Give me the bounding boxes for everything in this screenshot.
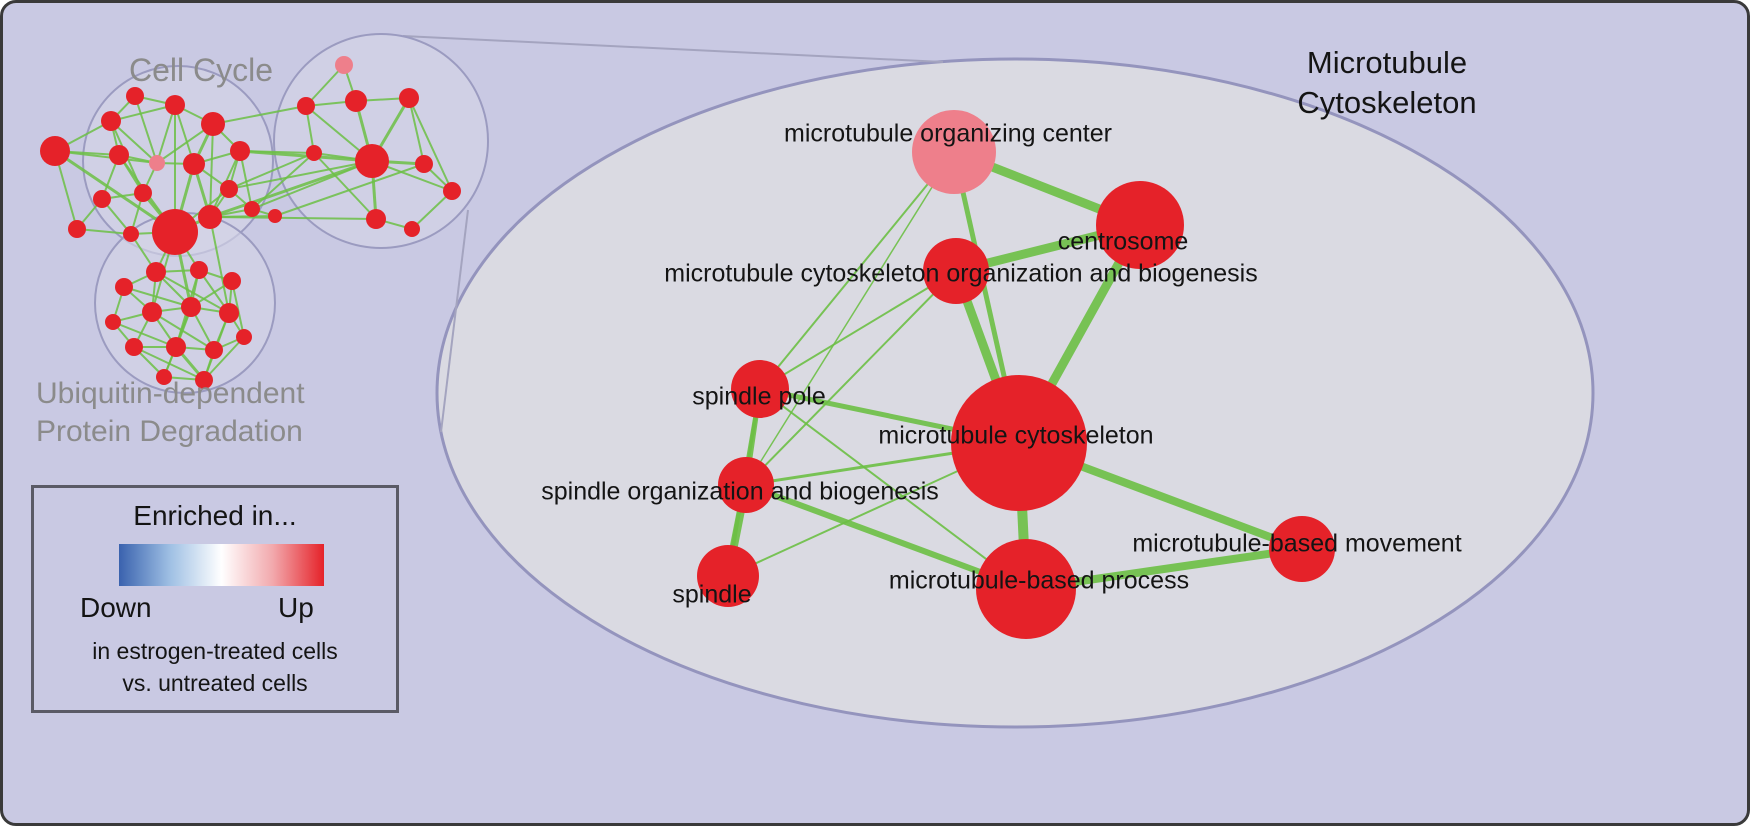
overview-edge bbox=[251, 160, 373, 210]
overview-node[interactable] bbox=[152, 209, 198, 255]
overview-node[interactable] bbox=[230, 141, 250, 161]
overview-node[interactable] bbox=[125, 338, 143, 356]
detail-nodes bbox=[697, 110, 1335, 639]
overview-node[interactable] bbox=[126, 87, 144, 105]
overview-node[interactable] bbox=[355, 144, 389, 178]
overview-edge bbox=[251, 152, 315, 210]
overview-node[interactable] bbox=[109, 145, 129, 165]
overview-node[interactable] bbox=[93, 190, 111, 208]
overview-edge bbox=[203, 336, 245, 381]
overview-edge bbox=[209, 123, 214, 218]
overview-node[interactable] bbox=[220, 180, 238, 198]
overview-node[interactable] bbox=[345, 90, 367, 112]
overview-edge bbox=[313, 152, 377, 220]
overview-edge bbox=[228, 160, 373, 190]
overview-node[interactable] bbox=[123, 226, 139, 242]
node-spindle-organization-and-biogenesis[interactable] bbox=[718, 457, 774, 513]
overview-node[interactable] bbox=[335, 56, 353, 74]
overview-edge bbox=[54, 150, 158, 164]
overview-edge bbox=[156, 104, 176, 164]
legend-title: Enriched in... bbox=[133, 500, 297, 531]
overview-edge bbox=[209, 216, 230, 314]
overview-node[interactable] bbox=[183, 153, 205, 175]
overview-edge bbox=[228, 152, 315, 190]
detail-edge bbox=[745, 270, 957, 486]
overview-edge bbox=[209, 159, 373, 219]
overview-edge bbox=[411, 190, 453, 230]
overview-edge bbox=[112, 321, 177, 348]
node-microtubule-based-process[interactable] bbox=[976, 539, 1076, 639]
overview-edge bbox=[305, 64, 345, 107]
node-microtubule-based-movement[interactable] bbox=[1269, 516, 1335, 582]
legend-box: Enriched in... Down Up in estrogen-treat… bbox=[31, 485, 399, 713]
detail-edge bbox=[759, 270, 957, 390]
overview-node[interactable] bbox=[399, 88, 419, 108]
overview-node[interactable] bbox=[198, 205, 222, 229]
legend-caption-line1: in estrogen-treated cells bbox=[92, 638, 338, 664]
overview-node[interactable] bbox=[244, 201, 260, 217]
overview-node[interactable] bbox=[297, 97, 315, 115]
overview-node[interactable] bbox=[415, 155, 433, 173]
zoom-connector-line bbox=[440, 209, 469, 433]
node-microtubule-cytoskeleton-organization-and-biogenesis[interactable] bbox=[923, 238, 989, 304]
legend-down-label: Down bbox=[80, 592, 152, 623]
overview-node[interactable] bbox=[134, 184, 152, 202]
overview-edge bbox=[408, 97, 425, 165]
node-centrosome[interactable] bbox=[1096, 181, 1184, 269]
node-spindle[interactable] bbox=[697, 545, 759, 607]
node-microtubule-organizing-center[interactable] bbox=[912, 110, 996, 194]
overview-node[interactable] bbox=[190, 261, 208, 279]
overview-node[interactable] bbox=[223, 272, 241, 290]
node-microtubule-cytoskeleton[interactable] bbox=[951, 375, 1087, 511]
overview-node[interactable] bbox=[40, 136, 70, 166]
overview-edge bbox=[134, 95, 158, 164]
overview-node[interactable] bbox=[181, 297, 201, 317]
overview-edge bbox=[408, 97, 453, 192]
overview-node[interactable] bbox=[142, 302, 162, 322]
overview-node[interactable] bbox=[68, 220, 86, 238]
legend-caption-line2: vs. untreated cells bbox=[122, 670, 308, 696]
overview-node[interactable] bbox=[366, 209, 386, 229]
overview-node[interactable] bbox=[404, 221, 420, 237]
overview-node[interactable] bbox=[219, 303, 239, 323]
overview-edge bbox=[209, 216, 377, 220]
overview-node[interactable] bbox=[443, 182, 461, 200]
overview-node[interactable] bbox=[156, 369, 172, 385]
overview-edge bbox=[110, 104, 176, 122]
overview-node[interactable] bbox=[236, 329, 252, 345]
overview-nodes bbox=[40, 56, 461, 389]
overview-node[interactable] bbox=[205, 341, 223, 359]
detail-edge bbox=[759, 388, 1027, 590]
overview-node[interactable] bbox=[105, 314, 121, 330]
overview-node[interactable] bbox=[166, 337, 186, 357]
network-canvas bbox=[40, 33, 1595, 729]
legend-up-label: Up bbox=[278, 592, 314, 623]
overview-node[interactable] bbox=[146, 262, 166, 282]
detail-edge bbox=[745, 151, 955, 486]
overview-edge bbox=[212, 105, 307, 125]
overview-edge bbox=[76, 228, 132, 235]
overview-edge bbox=[54, 149, 176, 234]
overview-node[interactable] bbox=[101, 111, 121, 131]
node-spindle-pole[interactable] bbox=[731, 360, 789, 418]
overview-node[interactable] bbox=[306, 145, 322, 161]
overview-node[interactable] bbox=[115, 278, 133, 296]
overview-edge bbox=[123, 286, 192, 308]
overview-node[interactable] bbox=[195, 371, 213, 389]
detail-edge bbox=[759, 151, 955, 390]
zoom-connector-line bbox=[402, 35, 944, 63]
overview-node[interactable] bbox=[268, 209, 282, 223]
overview-node[interactable] bbox=[149, 155, 165, 171]
overview-edge bbox=[110, 120, 158, 164]
overview-node[interactable] bbox=[201, 112, 225, 136]
legend-color-gradient-bar bbox=[119, 544, 324, 586]
cluster-circle-microtubule-cytoskeleton bbox=[273, 33, 489, 249]
overview-node[interactable] bbox=[165, 95, 185, 115]
